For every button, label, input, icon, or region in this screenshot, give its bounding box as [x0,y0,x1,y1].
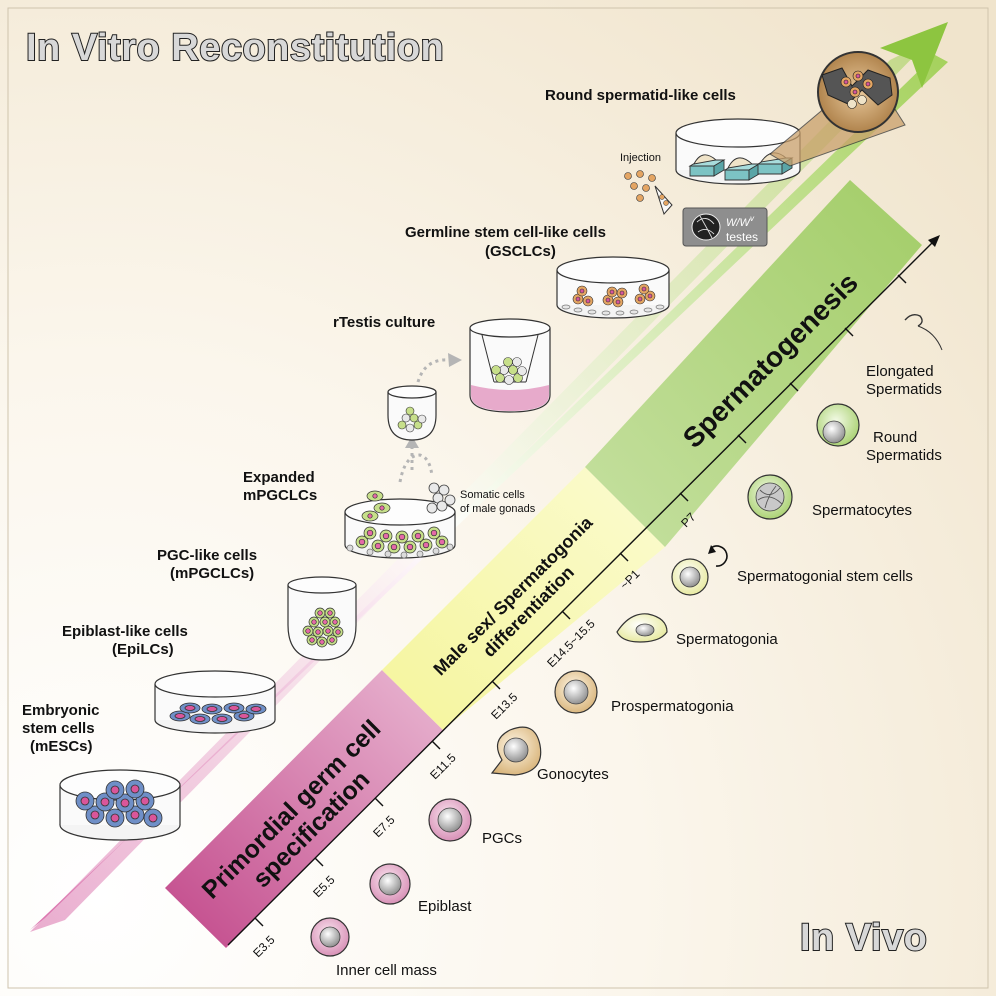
dish-expanded-mpgclcs [344,498,456,559]
cell-prospermatogonia [554,670,598,714]
insert-rtestis-culture [469,318,551,413]
cell-spermatogonia [616,613,668,643]
timeline-axis [227,239,936,946]
label-ww: W/W [726,217,751,229]
cell-epiblast [369,863,411,905]
label-mesc-1: Embryonic [22,702,100,719]
label-pgcs: PGCs [482,830,522,847]
frame-border [7,7,989,989]
label-rtestis: rTestis culture [333,314,435,331]
title-in-vivo: In Vivo [800,917,927,959]
cell-round-spermatids [816,403,860,447]
arrow-green-head [880,22,948,88]
injection-cells [624,170,656,202]
label-inner-cell-mass: Inner cell mass [336,962,437,979]
title-in-vitro: In Vitro Reconstitution [26,27,444,69]
band-spermatogenesis [585,180,922,547]
label-epilc-1: Epiblast-like cells [62,623,188,640]
label-gonocytes: Gonocytes [537,766,609,783]
tube-aggregate [387,385,437,441]
label-injection: Injection [620,152,661,164]
dish-round-spermatid [675,118,801,185]
cell-inner-cell-mass [310,917,350,957]
band-male-differentiation [382,467,665,730]
dotted-arrow-merge [398,453,434,483]
label-somatic-1: Somatic cells [460,489,525,501]
dotted-arrowhead-right [448,353,462,367]
dish-epilcs [154,670,276,734]
magnifier-lens [817,51,899,133]
label-ww-sup: v [750,214,755,223]
label-mesc-2: stem cells [22,720,95,737]
cell-gonocytes [490,726,542,776]
label-pgclc-2: (mPGCLCs) [170,565,254,582]
label-expanded-1: Expanded [243,469,315,486]
well-mpgclcs [287,576,357,661]
label-gsclc-2: (GSCLCs) [485,243,556,260]
label-round-spermatids: Spermatids [866,447,942,464]
label-epilc-2: (EpiLCs) [112,641,174,658]
label-somatic-2: of male gonads [460,503,536,515]
dotted-arrow-to-rtestis [416,358,451,383]
band-pgc-specification [165,670,443,948]
label-round-spermatid: Round spermatid-like cells [545,87,736,104]
label-spermatocytes: Spermatocytes [812,502,912,519]
dish-mescs [59,769,181,841]
somatic-cells-cluster [426,482,456,514]
dish-gsclcs [556,256,670,319]
timeline-ticks [254,274,907,927]
timeline-arrowhead [928,235,940,247]
label-elongated-spermatids: Spermatids [866,381,942,398]
label-round: Round [873,429,917,446]
injection-needle-icon [654,185,673,215]
label-pgclc-1: PGC-like cells [157,547,257,564]
small-mpgclc-cluster [361,490,391,522]
label-gsclc-1: Germline stem cell-like cells [405,224,606,241]
label-elongated: Elongated [866,363,934,380]
cell-elongated-spermatids [904,313,943,351]
cell-pgcs [428,798,472,842]
self-renew-arrowhead [708,545,716,554]
label-expanded-2: mPGCLCs [243,487,317,504]
self-renew-arrow-icon [710,545,728,567]
label-epiblast: Epiblast [418,898,472,915]
label-spermatogonial-stem-cells: Spermatogonial stem cells [737,568,913,585]
label-spermatogonia: Spermatogonia [676,631,778,648]
dotted-arrowhead-up [405,436,419,448]
label-prospermatogonia: Prospermatogonia [611,698,734,715]
label-mesc-3: (mESCs) [30,738,93,755]
cell-spermatogonial-stem [671,558,709,596]
label-testes: testes [726,230,758,244]
ww-testes-box [682,207,768,247]
cell-spermatocytes [747,474,793,520]
